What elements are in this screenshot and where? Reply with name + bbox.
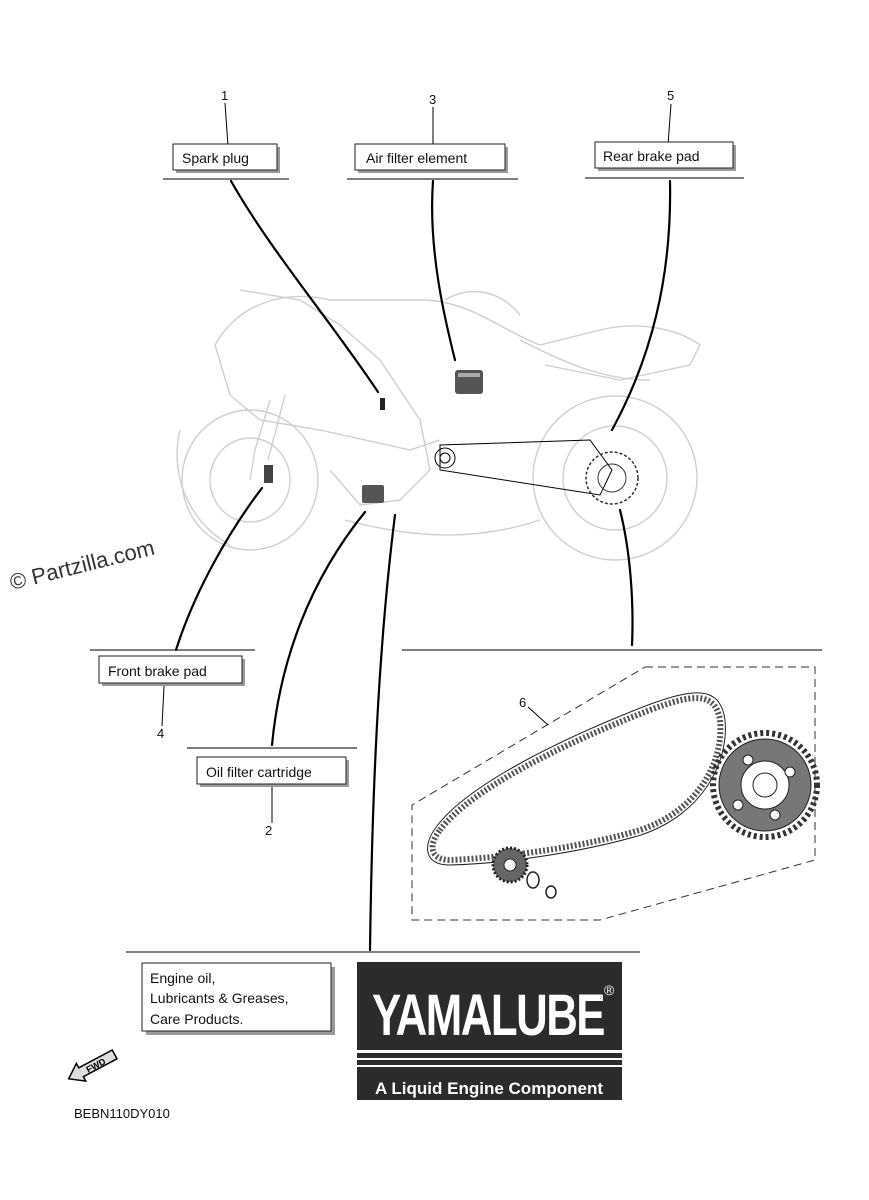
leader-lines	[161, 102, 672, 952]
callout-front-brake: Front brake pad 4	[90, 649, 255, 741]
yamalube-brand: YAMALUBE	[372, 983, 604, 1048]
callout-number-6: 6	[519, 695, 526, 710]
yamalube-logo: YAMALUBE ® A Liquid Engine Component	[357, 962, 622, 1100]
spark-plug-part	[380, 398, 385, 410]
rear-sprocket	[710, 730, 820, 840]
callout-number-1: 1	[221, 88, 228, 103]
lubricants-section: Engine oil, Lubricants & Greases, Care P…	[126, 951, 640, 1035]
callout-rear-brake: Rear brake pad 5	[585, 88, 744, 179]
label-air-filter: Air filter element	[366, 150, 467, 166]
oil-filter-part	[362, 485, 384, 503]
front-sprocket	[491, 846, 557, 899]
callout-number-5: 5	[667, 88, 674, 103]
chain-kit-panel: 6	[402, 649, 822, 921]
drive-chain	[427, 692, 726, 866]
callout-number-4: 4	[157, 726, 164, 741]
lubricants-line-2: Lubricants & Greases,	[150, 990, 289, 1006]
lubricants-line-3: Care Products.	[150, 1011, 243, 1027]
air-filter-part	[455, 370, 483, 394]
swingarm	[434, 439, 639, 505]
diagram-code: BEBN110DY010	[74, 1106, 170, 1121]
label-front-brake-pad: Front brake pad	[108, 663, 207, 679]
watermark: © Partzilla.com	[7, 535, 157, 595]
callout-number-2: 2	[265, 823, 272, 838]
label-rear-brake-pad: Rear brake pad	[603, 148, 700, 164]
callout-air-filter: Air filter element 3	[347, 92, 518, 180]
callout-spark-plug: Spark plug 1	[163, 88, 289, 180]
motorcycle-silhouette	[176, 289, 701, 561]
front-brake-pad-part	[264, 465, 273, 483]
fwd-arrow-icon: FWD	[67, 1048, 118, 1083]
lubricants-line-1: Engine oil,	[150, 970, 215, 986]
label-oil-filter: Oil filter cartridge	[206, 764, 312, 780]
callout-number-3: 3	[429, 92, 436, 107]
registered-mark: ®	[604, 982, 615, 998]
label-spark-plug: Spark plug	[182, 150, 249, 166]
yamalube-tagline: A Liquid Engine Component	[375, 1079, 603, 1098]
callout-oil-filter: Oil filter cartridge 2	[187, 747, 357, 838]
